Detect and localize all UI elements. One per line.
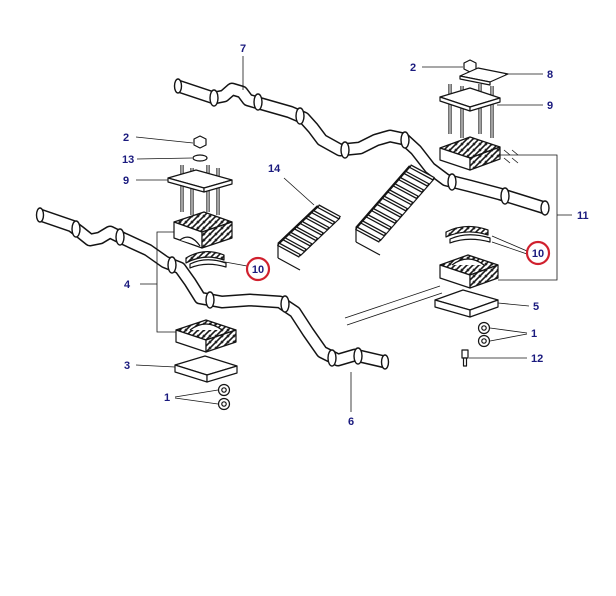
callout-2-top: 2 xyxy=(410,62,416,74)
callout-9-right: 9 xyxy=(547,100,553,112)
right-bolts xyxy=(448,84,494,138)
left-nut xyxy=(193,135,207,149)
right-bolt xyxy=(461,349,469,359)
shaft-end-cap xyxy=(35,207,45,223)
callout-7: 7 xyxy=(240,43,246,55)
shaft-end-cap xyxy=(380,354,390,370)
shaft-end-cap xyxy=(173,78,183,94)
left-bearing-shells xyxy=(185,251,227,269)
left-bolts xyxy=(180,165,220,215)
left-bearing-stack xyxy=(167,135,238,411)
right-bearing-shells xyxy=(445,225,491,244)
shaft-end-cap xyxy=(540,200,550,216)
bracket-11 xyxy=(498,154,572,281)
strainer-left xyxy=(277,204,341,271)
callout-14: 14 xyxy=(268,163,281,175)
callout-1-left: 1 xyxy=(164,392,170,404)
callout-9-left: 9 xyxy=(123,175,129,187)
bracket-4 xyxy=(140,231,176,333)
callout-8: 8 xyxy=(547,69,553,81)
callout-11: 11 xyxy=(577,210,589,222)
callout-1-right: 1 xyxy=(531,328,537,340)
highlight-ring-left xyxy=(245,256,271,282)
left-washer xyxy=(192,154,208,162)
strainer-right xyxy=(355,164,435,256)
callout-3: 3 xyxy=(124,360,130,372)
callout-4: 4 xyxy=(124,279,131,291)
guide-lines xyxy=(344,285,443,326)
callout-13: 13 xyxy=(122,154,134,166)
callout-6: 6 xyxy=(348,416,354,428)
callout-12: 12 xyxy=(531,353,543,365)
callout-5: 5 xyxy=(533,301,539,313)
callout-2-left: 2 xyxy=(123,132,129,144)
callout-10-right: 10 xyxy=(532,248,544,260)
right-bearing-stack xyxy=(434,59,519,367)
leader-lines xyxy=(135,56,543,412)
callout-10-left: 10 xyxy=(252,264,264,276)
upper-shaft xyxy=(173,78,550,216)
highlight-ring-right xyxy=(525,240,551,266)
lower-shaft xyxy=(35,207,390,370)
